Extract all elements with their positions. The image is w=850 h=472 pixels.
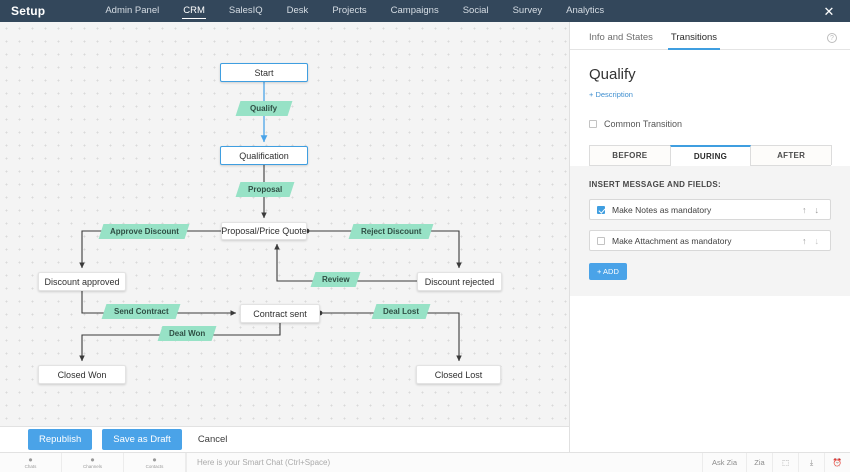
bottom-chat-bar: ●Chats●Channels●Contacts Here is your Sm…	[0, 452, 850, 472]
nav-link-campaigns[interactable]: Campaigns	[390, 5, 439, 16]
common-transition-checkbox[interactable]	[589, 120, 597, 128]
chat-shortcut-contacts[interactable]: ●Contacts	[124, 452, 186, 472]
action-bar: Republish Save as Draft Cancel	[0, 426, 569, 452]
nav-link-survey[interactable]: Survey	[512, 5, 543, 16]
chat-shortcut-channels[interactable]: ●Channels	[62, 452, 124, 472]
tab-during[interactable]: DURING	[669, 145, 752, 166]
tab-before[interactable]: BEFORE	[589, 145, 671, 165]
flow-node-start[interactable]: Start	[220, 63, 308, 82]
common-transition-label: Common Transition	[604, 119, 683, 129]
transition-label: Send Contract	[113, 307, 169, 316]
top-nav-links: Admin Panel CRM SalesIQ Desk Projects Campaig…	[93, 0, 616, 22]
insert-message-and-fields-section: INSERT MESSAGE AND FIELDS: Make Notes as…	[570, 166, 850, 296]
cancel-button[interactable]: Cancel	[192, 429, 239, 450]
help-icon[interactable]: ?	[827, 33, 837, 43]
transition-label: Reject Discount	[360, 227, 422, 236]
page-title: Qualify	[589, 66, 636, 83]
chats-icon: ●	[28, 454, 33, 464]
chat-shortcuts: ●Chats●Channels●Contacts	[0, 452, 186, 472]
panel-body: Qualify + Description Common Transition …	[570, 50, 850, 166]
nav-link-desk[interactable]: Desk	[286, 5, 309, 16]
flow-node-closed-lost[interactable]: Closed Lost	[416, 365, 501, 384]
field-row-notes[interactable]: Make Notes as mandatory ↑ ↓	[589, 199, 831, 220]
attachment-mandatory-label: Make Attachment as mandatory	[612, 235, 732, 246]
tab-transitions[interactable]: Transitions	[667, 32, 721, 50]
notes-mandatory-checkbox[interactable]	[597, 205, 605, 214]
nav-link-projects[interactable]: Projects	[332, 5, 367, 16]
notes-mandatory-label: Make Notes as mandatory	[612, 204, 712, 215]
nav-link-admin-panel[interactable]: Admin Panel	[105, 5, 160, 16]
phase-tab-bar: BEFORE DURING AFTER	[589, 145, 833, 166]
flow-transition-proposal[interactable]: Proposal	[235, 182, 295, 197]
flow-node-contract-sent[interactable]: Contract sent	[240, 304, 320, 323]
close-icon[interactable]: ✕	[823, 3, 835, 19]
nav-link-crm[interactable]: CRM	[171, 0, 217, 22]
flow-node-closed-won[interactable]: Closed Won	[38, 365, 126, 384]
move-up-icon[interactable]: ↑	[802, 204, 807, 215]
smart-chat-input[interactable]: Here is your Smart Chat (Ctrl+Space)	[186, 452, 702, 472]
tab-after[interactable]: AFTER	[750, 145, 833, 165]
flow-node-qualification[interactable]: Qualification	[220, 146, 308, 165]
chat-shortcut-label: Contacts	[145, 463, 164, 469]
common-transition-row[interactable]: Common Transition	[589, 119, 831, 129]
republish-button[interactable]: Republish	[28, 429, 93, 450]
insert-section-label: INSERT MESSAGE AND FIELDS:	[589, 180, 721, 189]
move-up-icon[interactable]: ↑	[802, 235, 807, 246]
inbox-icon[interactable]: ⤓	[798, 452, 824, 472]
chat-shortcut-label: Chats	[24, 463, 37, 469]
flow-transition-deal-lost[interactable]: Deal Lost	[371, 304, 431, 319]
flow-transition-approve-discount[interactable]: Approve Discount	[98, 224, 190, 239]
transition-label: Review	[321, 275, 350, 284]
top-navigation-bar: Setup Admin Panel CRM SalesIQ Desk Projects C…	[0, 0, 850, 22]
transition-label: Qualify	[250, 104, 278, 113]
channels-icon: ●	[90, 454, 95, 464]
chat-shortcut-chats[interactable]: ●Chats	[0, 452, 62, 472]
document-icon[interactable]: ⬚	[772, 452, 798, 472]
transition-label: Deal Won	[168, 329, 206, 338]
flow-transition-deal-won[interactable]: Deal Won	[157, 326, 217, 341]
transitions-panel: Info and States Transitions ? Qualify + …	[569, 22, 850, 452]
transition-label: Deal Lost	[382, 307, 419, 316]
alarm-icon[interactable]: ⏰	[824, 452, 850, 472]
nav-link-salesiq[interactable]: SalesIQ	[228, 5, 263, 16]
flow-node-proposal-price-quote[interactable]: Proposal/Price Quote	[221, 222, 307, 240]
flow-node-discount-approved[interactable]: Discount approved	[38, 272, 126, 291]
field-row-attachment[interactable]: Make Attachment as mandatory ↑ ↓	[589, 230, 831, 251]
move-down-icon[interactable]: ↓	[814, 235, 820, 246]
tab-info-and-states[interactable]: Info and States	[589, 32, 653, 43]
chat-shortcut-label: Channels	[82, 463, 102, 469]
flow-transition-send-contract[interactable]: Send Contract	[101, 304, 181, 319]
save-as-draft-button[interactable]: Save as Draft	[102, 429, 182, 450]
move-down-icon[interactable]: ↓	[814, 204, 820, 215]
contacts-icon: ●	[152, 454, 157, 464]
nav-link-analytics[interactable]: Analytics	[566, 5, 605, 16]
zia-icon[interactable]: Zia	[746, 452, 772, 472]
panel-tab-bar: Info and States Transitions ?	[570, 22, 850, 50]
app-brand-setup[interactable]: Setup	[11, 4, 46, 18]
add-description-link[interactable]: + Description	[589, 90, 633, 99]
flow-transition-reject-discount[interactable]: Reject Discount	[348, 224, 434, 239]
ask-zia-button[interactable]: Ask Zia	[702, 452, 746, 472]
flow-transition-qualify[interactable]: Qualify	[235, 101, 293, 116]
nav-link-social[interactable]: Social	[462, 5, 489, 16]
flow-node-discount-rejected[interactable]: Discount rejected	[417, 272, 502, 291]
add-button[interactable]: + ADD	[589, 263, 627, 280]
transition-label: Approve Discount	[109, 227, 179, 236]
transition-label: Proposal	[247, 185, 283, 194]
flow-transition-review[interactable]: Review	[310, 272, 361, 287]
attachment-mandatory-checkbox[interactable]	[597, 236, 605, 245]
